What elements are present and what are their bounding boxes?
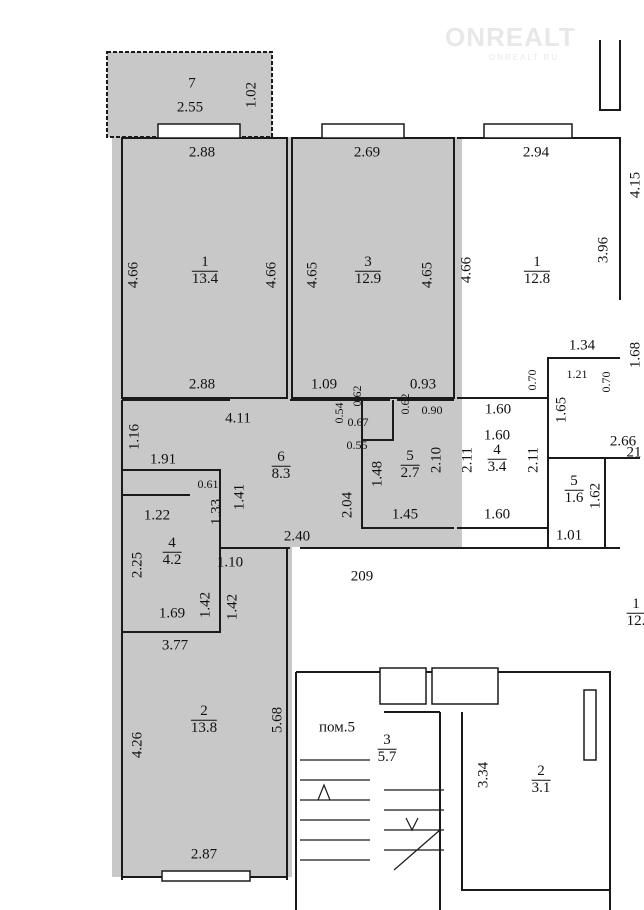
dimension: 0.90 — [421, 403, 443, 417]
dimension: 2.66 — [609, 433, 637, 450]
dimension: 4.65 — [419, 261, 436, 289]
room-tag: пом.5 — [319, 719, 355, 736]
dimension: 209 — [350, 568, 374, 585]
dimension: 4.66 — [125, 261, 142, 289]
dimension: 4.65 — [304, 261, 321, 289]
dimension: 2.88 — [188, 144, 216, 161]
dimension: 1.91 — [149, 451, 177, 468]
dimension: 1.22 — [143, 507, 171, 524]
dimension: 4.66 — [263, 261, 280, 289]
dimension: 0.70 — [525, 369, 539, 391]
dimension: 1.42 — [224, 593, 241, 621]
dimension: 3.96 — [595, 236, 612, 264]
dimension: 2.10 — [428, 446, 445, 474]
dimension: 2.04 — [339, 491, 356, 519]
dimension: 0.54 — [332, 402, 346, 424]
dimension: 0.67 — [347, 415, 369, 429]
dimension: 5.68 — [269, 706, 286, 734]
dimension: 1.60 — [483, 427, 511, 444]
balcony-dim: 1.02 — [243, 81, 260, 109]
dimension: 3.34 — [475, 761, 492, 789]
dimension: 1.48 — [369, 460, 386, 488]
dimension: 2.69 — [353, 144, 381, 161]
dimension: 1.45 — [391, 506, 419, 523]
dimension: 4.15 — [627, 171, 644, 199]
dimension: 2.88 — [188, 376, 216, 393]
dimension: 1.10 — [216, 554, 244, 571]
dimension: 2.40 — [283, 528, 311, 545]
dimension: 0.61 — [197, 477, 219, 491]
dimension: 4.11 — [225, 410, 251, 427]
dimension: 1.69 — [158, 605, 186, 622]
dimension: 1.34 — [568, 337, 596, 354]
dimension: 21 — [626, 444, 642, 461]
dimension: 0.93 — [409, 376, 437, 393]
dimension: 1.16 — [126, 423, 143, 451]
dimension: 2.11 — [459, 447, 476, 473]
dimension: 0.62 — [350, 385, 364, 407]
dimension: 4.66 — [458, 256, 475, 284]
dimension: 1.41 — [231, 483, 248, 511]
dimension: 2.11 — [525, 447, 542, 473]
dimension: 1.01 — [555, 527, 583, 544]
balcony-dim: 2.55 — [176, 99, 204, 116]
dimension: 2.25 — [129, 551, 146, 579]
stairs — [300, 759, 444, 871]
dimension: 1.60 — [483, 506, 511, 523]
dimension: 1.68 — [627, 341, 644, 369]
dimension: 1.33 — [208, 498, 225, 526]
dimension: 2.87 — [190, 846, 218, 863]
dimension: 0.55 — [346, 438, 368, 452]
dimension: 0.62 — [398, 393, 412, 415]
dimension: 1.62 — [587, 482, 604, 510]
dimension: 1.09 — [310, 376, 338, 393]
dimension: 1.60 — [484, 401, 512, 418]
dimension: 1.42 — [197, 591, 214, 619]
dimension: 1.65 — [553, 396, 570, 424]
dimension: 1.21 — [566, 367, 588, 381]
balcony-number: 7 — [188, 75, 196, 92]
windows — [157, 123, 597, 882]
dimension: 2.94 — [522, 144, 550, 161]
dimension: 3.77 — [161, 637, 189, 654]
dimension: 4.26 — [129, 731, 146, 759]
dimension: 0.70 — [599, 371, 613, 393]
